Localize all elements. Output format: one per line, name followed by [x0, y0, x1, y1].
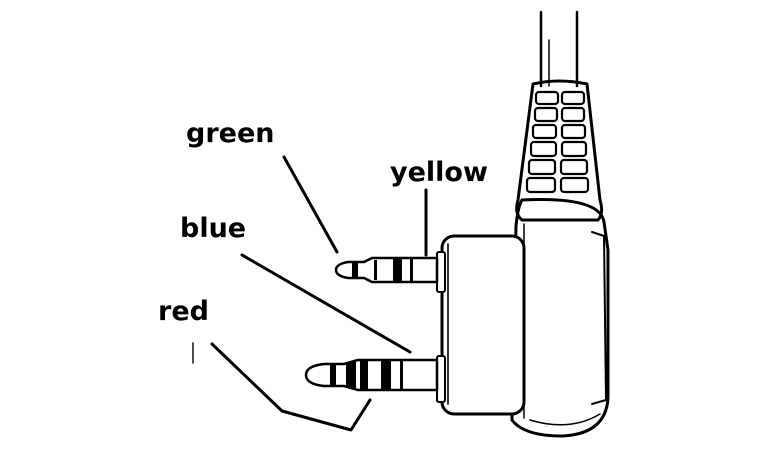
label-green: green [186, 118, 275, 149]
plug-housing [436, 234, 526, 416]
cable [539, 10, 579, 88]
red-leader-line [210, 342, 372, 432]
blue-leader-line [240, 253, 412, 354]
connector-body [510, 198, 610, 438]
strain-relief [515, 79, 604, 222]
leader-lines [192, 155, 428, 432]
label-blue: blue [180, 213, 247, 244]
label-red: red [158, 296, 209, 327]
green-leader-line [282, 155, 339, 254]
lower-plug [304, 358, 439, 392]
label-yellow: yellow [390, 157, 488, 188]
upper-plug [334, 256, 439, 284]
